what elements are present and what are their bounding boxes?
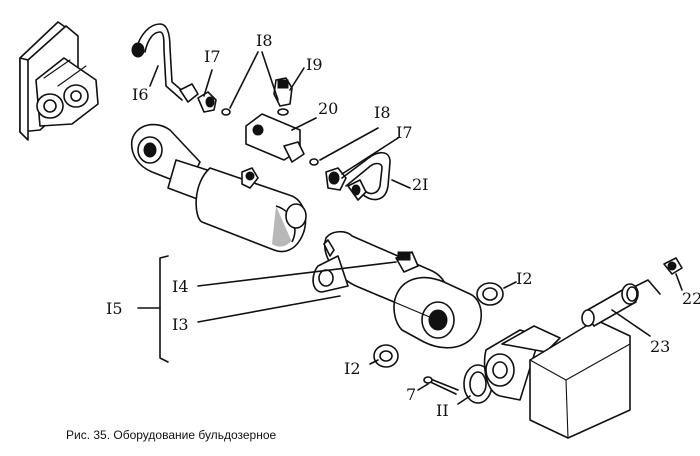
label-17-right: I7 <box>396 123 413 142</box>
label-14: I4 <box>172 277 189 296</box>
pipe-16 <box>131 23 199 103</box>
lower-hydraulic-cylinder-13 <box>312 230 483 349</box>
upper-hydraulic-cylinder <box>130 123 307 253</box>
label-12-right: I2 <box>516 269 533 288</box>
label-13: I3 <box>172 315 189 334</box>
label-12-left: I2 <box>344 359 361 378</box>
top-left-bracket <box>19 21 99 141</box>
label-22: 22 <box>682 289 700 308</box>
label-16: I6 <box>132 85 149 104</box>
label-23: 23 <box>650 337 670 356</box>
label-11: II <box>436 401 449 420</box>
label-21: 2I <box>412 175 429 194</box>
label-17-top: I7 <box>204 47 221 66</box>
label-19: I9 <box>306 55 323 74</box>
fittings-top <box>197 77 305 163</box>
group-bracket-15 <box>159 255 169 363</box>
label-15: I5 <box>106 299 123 318</box>
pipe-21 <box>309 151 391 201</box>
label-18-right: I8 <box>374 103 391 122</box>
label-20: 20 <box>318 99 338 118</box>
leader-lines <box>149 51 683 405</box>
label-18-top: I8 <box>256 31 273 50</box>
pin-23 <box>581 257 683 327</box>
label-7: 7 <box>406 385 416 404</box>
bottom-right-bracket <box>483 319 631 439</box>
figure-caption: Рис. 35. Оборудование бульдозерное <box>66 428 277 442</box>
